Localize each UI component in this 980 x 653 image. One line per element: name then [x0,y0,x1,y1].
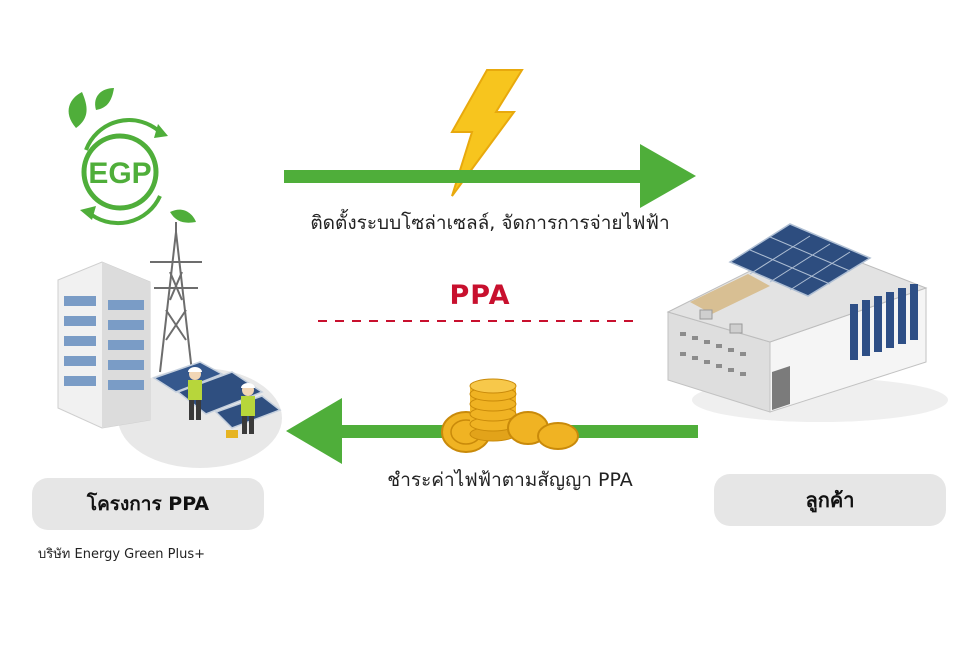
payment-flow-label: ชำระค่าไฟฟ้าตามสัญญา PPA [387,469,633,491]
install-flow-label: ติดตั้งระบบโซล่าเซลล์, จัดการการจ่ายไฟฟ้… [310,212,670,234]
leaf-icon [95,88,114,110]
top-arrow [284,144,696,208]
bottom-arrow-head [286,398,342,464]
transmission-tower-icon [150,222,202,373]
recycle-arrow-2 [86,195,162,226]
recycle-arrowhead-2 [80,206,96,220]
top-arrow-head [640,144,696,208]
ppa-project-badge: โครงการ PPA [32,478,264,530]
customer-badge: ลูกค้า [714,474,946,526]
recycle-arrowhead [154,124,168,138]
leaf-icon [68,92,87,128]
lightning-bolt-icon [450,69,524,197]
logo-text: EGP [88,157,151,190]
egp-logo: EGP [68,88,196,226]
leaf-icon [170,209,196,223]
company-name: บริษัท Energy Green Plus+ [38,547,206,562]
coins-icon [441,378,579,453]
worker-icon [188,367,202,420]
solar-project-scene [57,222,282,468]
worker-icon [226,383,255,438]
customer-factory [666,223,948,422]
recycle-arrow [84,118,162,151]
logo-ring [81,133,159,211]
ppa-label: PPA [449,280,511,311]
factory-solar-panels [728,223,872,297]
top-arrow-shaft [284,170,644,183]
